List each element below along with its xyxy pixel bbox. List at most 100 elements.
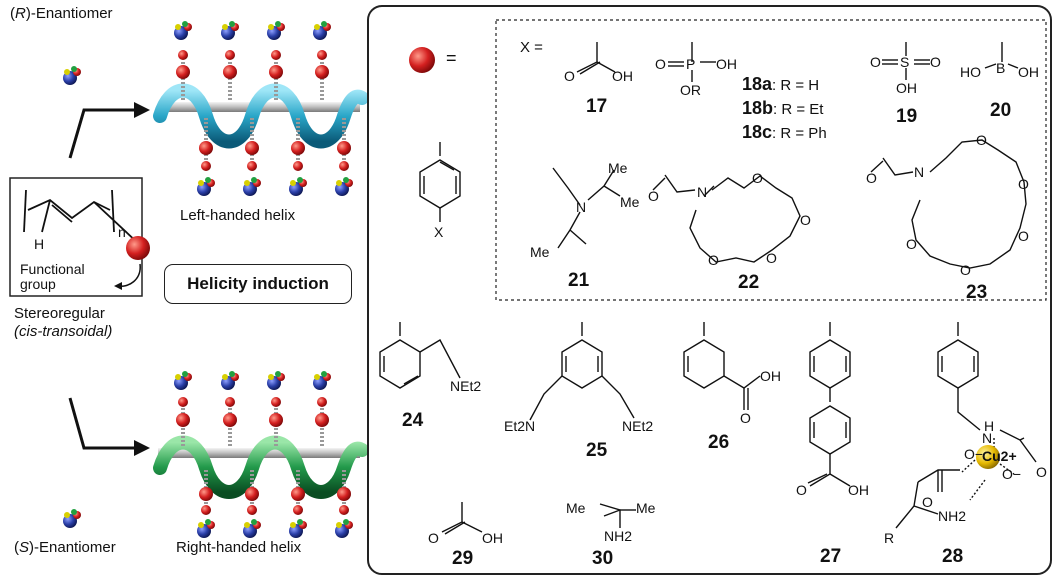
compound-28-label: 28 — [942, 546, 964, 567]
arrow-down-to-right-helix — [68, 397, 140, 450]
repeat-n-label: n — [118, 224, 126, 240]
right-handed-helix-label: Right-handed helix — [176, 539, 302, 556]
atom-ominus-28b: O− — [1002, 466, 1022, 482]
compound-23-label: 23 — [966, 282, 988, 303]
cis-transoidal-label: (cis-transoidal) — [14, 323, 113, 340]
helix-top — [153, 83, 369, 149]
stereoregular-label: Stereoregular — [14, 305, 105, 322]
atom-et2n-25: Et2N — [504, 418, 536, 434]
s-enantiomer-label: (S)-Enantiomer — [14, 539, 116, 556]
right-handed-helix-ribbon — [153, 435, 369, 499]
atom-o-29: O — [428, 530, 439, 546]
arrow-up-to-left-helix — [68, 108, 140, 159]
atom-o-23f: O — [906, 236, 917, 252]
arrow-head-bottom — [134, 440, 150, 456]
compound-22-label: 22 — [738, 272, 760, 293]
atom-o-19b: O — [930, 54, 941, 70]
atom-or-18: OR — [680, 82, 701, 98]
key-equals: = — [446, 48, 457, 68]
atom-r-28: R — [884, 530, 895, 546]
pendants-top-down — [197, 118, 353, 196]
atom-ho-20: HO — [960, 64, 981, 80]
atom-me-21a: Me — [608, 160, 628, 176]
atom-me-21b: Me — [620, 194, 640, 210]
atom-oh-26: OH — [760, 368, 781, 384]
atom-o-22e: O — [708, 252, 719, 268]
arrow-head-top — [134, 102, 150, 118]
left-handed-helix-label: Left-handed helix — [180, 207, 296, 224]
atom-o-28a: O — [1036, 464, 1047, 480]
compound-24-label: 24 — [402, 410, 424, 431]
atom-net2-24: NEt2 — [450, 378, 482, 394]
left-handed-helix-ribbon — [153, 83, 369, 149]
def-18a: 18a: R = H — [742, 74, 820, 94]
atom-o-18: O — [655, 56, 666, 72]
copper-ion — [976, 445, 1000, 469]
atom-oh-19: OH — [896, 80, 917, 96]
atom-n-21: N — [576, 199, 587, 215]
atom-s-19: S — [900, 54, 910, 70]
compound-26-label: 26 — [708, 432, 730, 453]
compound-25-label: 25 — [586, 440, 608, 461]
s-enantiomer-icon — [63, 509, 81, 528]
compound-29-label: 29 — [452, 548, 474, 569]
atom-b-20: B — [996, 60, 1006, 76]
atom-o-19a: O — [870, 54, 881, 70]
atom-n-23: N — [914, 164, 925, 180]
atom-h-28: H — [984, 418, 995, 434]
atom-n-22: N — [697, 184, 708, 200]
atom-o-23a: O — [866, 170, 877, 186]
atom-o-22d: O — [766, 250, 777, 266]
helicity-induction-box: Helicity induction — [164, 264, 352, 304]
compound-21-label: 21 — [568, 270, 590, 291]
atom-oh-17: OH — [612, 68, 633, 84]
functional-group-ball — [126, 236, 150, 260]
atom-net2-25: NEt2 — [622, 418, 654, 434]
x-equals-label: X = — [520, 39, 543, 56]
atom-n-28: N — [982, 430, 993, 446]
atom-o-22c: O — [800, 212, 811, 228]
structure-lines — [379, 42, 1037, 535]
def-18b: 18b: R = Et — [742, 98, 824, 118]
atom-me-30b: Me — [636, 500, 656, 516]
atom-oh-27: OH — [848, 482, 869, 498]
atom-oh-29: OH — [482, 530, 503, 546]
atom-o-26: O — [740, 410, 751, 426]
pendants-bottom-down — [197, 470, 353, 538]
atom-o-27: O — [796, 482, 807, 498]
atom-nh2-28: NH2 — [938, 508, 967, 524]
atom-o-23b: O — [976, 132, 987, 148]
compound-30-label: 30 — [592, 548, 614, 569]
atom-o-28b: O — [922, 494, 933, 510]
atom-ominus-28a: O− — [964, 446, 984, 462]
r-enantiomer-label: (R)-Enantiomer — [10, 5, 113, 22]
atom-nh2-30: NH2 — [604, 528, 633, 544]
helix-bottom — [153, 435, 369, 499]
key-ball — [409, 47, 435, 73]
atom-me-21c: Me — [530, 244, 550, 260]
atom-o-23e: O — [960, 262, 971, 278]
r-enantiomer-icon — [63, 66, 81, 85]
compound-27-label: 27 — [820, 546, 842, 567]
compound-panel — [367, 5, 1052, 575]
pendants-top-up — [174, 21, 331, 100]
x-substituent-box — [495, 19, 1047, 301]
def-18c: 18c: R = Ph — [742, 122, 827, 142]
functional-group-label: Functional group — [20, 261, 85, 292]
atom-o-23c: O — [1018, 176, 1029, 192]
atom-p-18: P — [686, 56, 696, 72]
atom-me-30a: Me — [566, 500, 586, 516]
atom-oh-20: OH — [1018, 64, 1039, 80]
compound-19-label: 19 — [896, 106, 918, 127]
atom-o-17: O — [564, 68, 575, 84]
atom-cu-28: Cu2+ — [982, 448, 1017, 464]
atom-o-22a: O — [648, 188, 659, 204]
x-substituent-position: X — [434, 224, 444, 240]
atom-o-23d: O — [1018, 228, 1029, 244]
polymer-h-atom: H — [34, 236, 45, 252]
functional-group-pointer-head — [114, 282, 122, 290]
compound-17-label: 17 — [586, 96, 608, 117]
pendants-bottom-up — [174, 371, 331, 446]
atom-oh-18: OH — [716, 56, 737, 72]
